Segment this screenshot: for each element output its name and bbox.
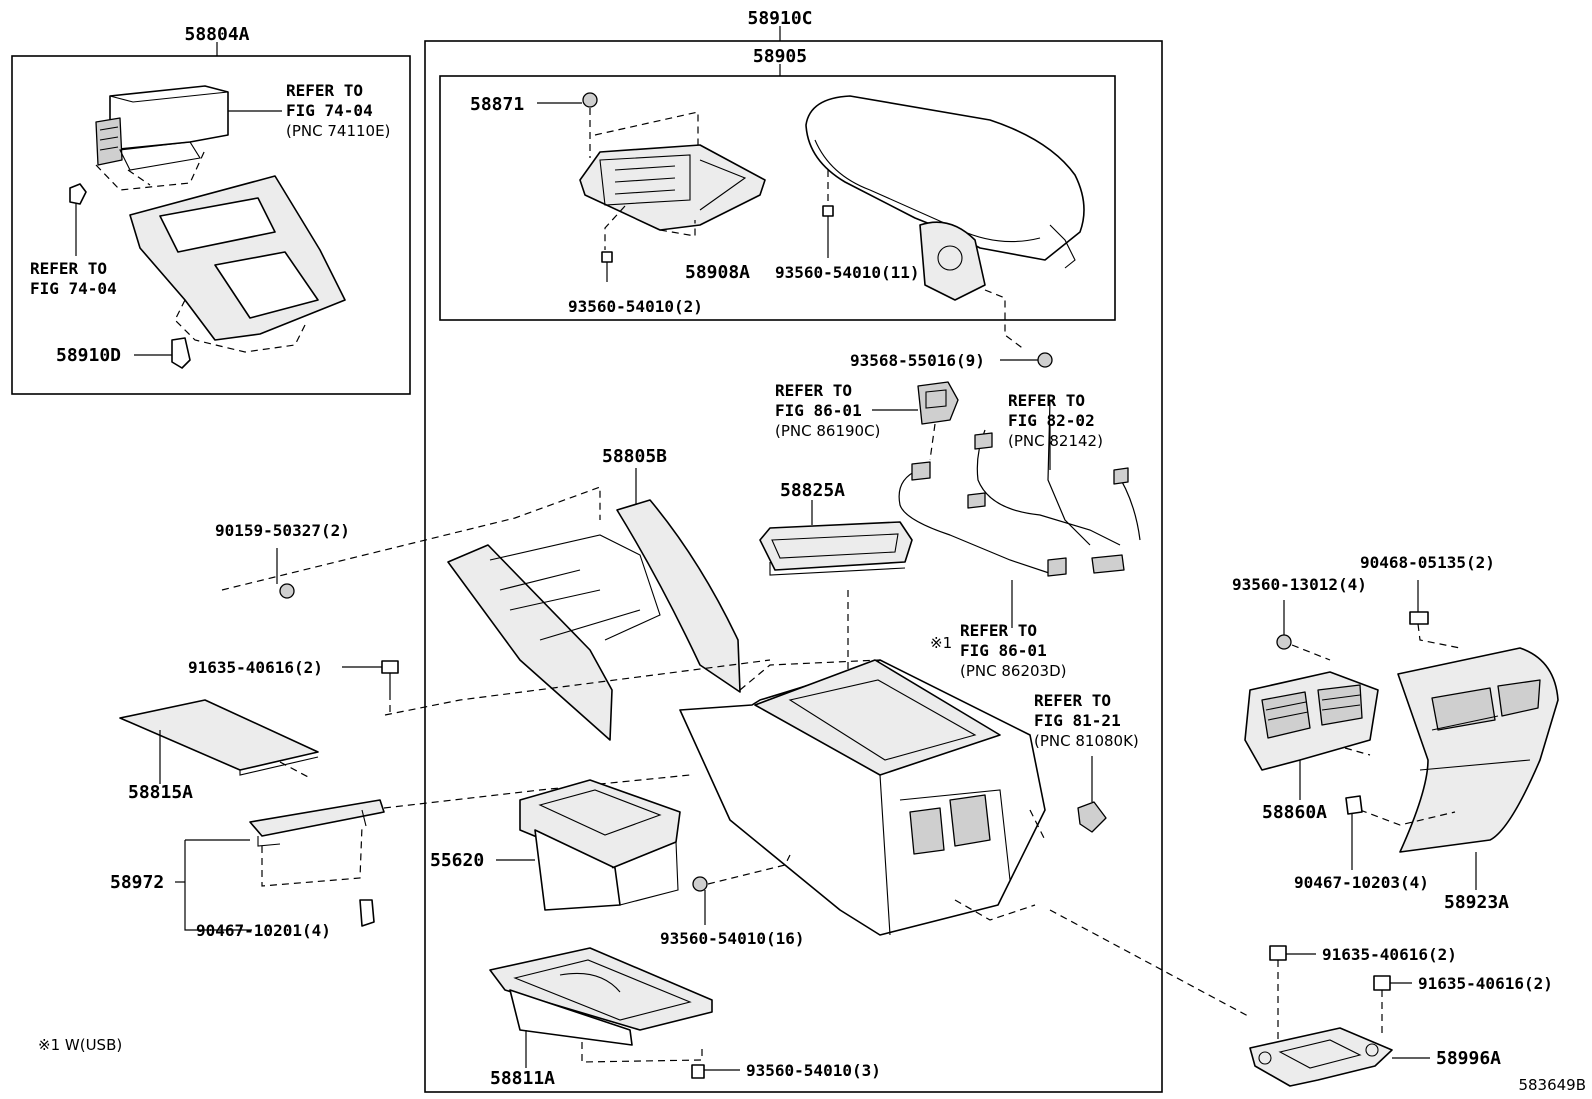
part-label-93560-13012-4[interactable]: 93560-13012(4) bbox=[1232, 575, 1367, 594]
diagram-id: 583649B bbox=[1518, 1076, 1586, 1094]
part-label-90468-05135-2[interactable]: 90468-05135(2) bbox=[1360, 553, 1495, 572]
part-label-90467-10203-4[interactable]: 90467-10203(4) bbox=[1294, 873, 1429, 892]
console-side-58805B-drawing bbox=[447, 499, 741, 741]
footnote-usb: ※1 W(USB) bbox=[38, 1036, 122, 1054]
tray-58825A-drawing bbox=[759, 521, 913, 576]
part-label-58910D[interactable]: 58910D bbox=[56, 345, 121, 366]
part-label-91635-40616-2-r1[interactable]: 91635-40616(2) bbox=[1322, 945, 1457, 964]
bolt-58871-drawing bbox=[537, 92, 598, 108]
part-label-93568-55016-9[interactable]: 93568-55016(9) bbox=[850, 351, 985, 370]
ref-fig-82-02-line2[interactable]: FIG 82-02 bbox=[1008, 411, 1095, 430]
part-label-58860A[interactable]: 58860A bbox=[1262, 802, 1327, 823]
upper-panel-frame bbox=[11, 55, 411, 395]
ref-fig-86-01-a-line2[interactable]: FIG 86-01 bbox=[775, 401, 862, 420]
part-label-93560-54010-11[interactable]: 93560-54010(11) bbox=[775, 263, 920, 282]
bracket-58811A-drawing bbox=[489, 947, 713, 1046]
part-label-58923A[interactable]: 58923A bbox=[1444, 892, 1509, 913]
part-label-58996A[interactable]: 58996A bbox=[1436, 1048, 1501, 1069]
ref-usb-marker[interactable]: ※1 bbox=[930, 634, 952, 652]
screw-armrest-right-drawing bbox=[822, 205, 834, 258]
part-label-58972[interactable]: 58972 bbox=[110, 872, 164, 893]
clip-90468-drawing bbox=[1409, 580, 1429, 625]
clip-left-drawing bbox=[69, 183, 87, 256]
bracket-58996A-drawing bbox=[1249, 1027, 1393, 1087]
ref-fig-74-04-b[interactable]: REFER TO bbox=[30, 259, 107, 278]
screw-93560-16-drawing bbox=[692, 876, 708, 925]
ref-fig-86-01-b-line2[interactable]: FIG 86-01 bbox=[960, 641, 1047, 660]
ref-fig-86-01-b-pnc[interactable]: (PNC 86203D) bbox=[960, 662, 1066, 680]
ref-fig-86-01-a-pnc[interactable]: (PNC 86190C) bbox=[775, 422, 880, 440]
usb-port-drawing bbox=[917, 381, 959, 425]
part-label-58825A[interactable]: 58825A bbox=[780, 480, 845, 501]
ref-fig-82-02-pnc[interactable]: (PNC 82142) bbox=[1008, 432, 1103, 450]
ref-fig-74-04-a-line2[interactable]: FIG 74-04 bbox=[286, 101, 373, 120]
part-label-58804A[interactable]: 58804A bbox=[184, 24, 249, 45]
vent-58860A-drawing bbox=[1244, 671, 1379, 771]
screw-90159-drawing bbox=[276, 548, 295, 599]
part-label-58905[interactable]: 58905 bbox=[753, 46, 807, 67]
screw-91635-right-2-drawing bbox=[1373, 975, 1412, 991]
clip-90467-10203-drawing bbox=[1345, 795, 1363, 870]
audio-unit-drawing bbox=[95, 85, 229, 171]
part-label-55620[interactable]: 55620 bbox=[430, 850, 484, 871]
ref-fig-74-04-a[interactable]: REFER TO bbox=[286, 81, 363, 100]
part-label-90467-10201-4[interactable]: 90467-10201(4) bbox=[196, 921, 331, 940]
ref-fig-74-04-a-pnc[interactable]: (PNC 74110E) bbox=[286, 122, 390, 140]
part-label-58811A[interactable]: 58811A bbox=[490, 1068, 555, 1089]
clip-90467-10201-drawing bbox=[359, 899, 375, 927]
main-assembly-frame bbox=[424, 40, 1163, 1093]
ref-fig-81-21-pnc[interactable]: (PNC 81080K) bbox=[1034, 732, 1139, 750]
ref-fig-86-01-a[interactable]: REFER TO bbox=[775, 381, 852, 400]
part-label-58908A[interactable]: 58908A bbox=[685, 262, 750, 283]
screw-93560-3-drawing bbox=[691, 1064, 740, 1079]
armrest-base-58908A-drawing bbox=[579, 144, 766, 231]
ref-fig-74-04-b-line2[interactable]: FIG 74-04 bbox=[30, 279, 117, 298]
wire-harness-drawing bbox=[898, 399, 1141, 577]
screw-93560-13012-drawing bbox=[1276, 600, 1292, 650]
part-label-93560-54010-3[interactable]: 93560-54010(3) bbox=[746, 1061, 881, 1080]
part-label-93560-54010-16[interactable]: 93560-54010(16) bbox=[660, 929, 805, 948]
armrest-subassembly-frame bbox=[439, 75, 1116, 321]
part-label-93560-54010-2[interactable]: 93560-54010(2) bbox=[568, 297, 703, 316]
ref-fig-81-21[interactable]: REFER TO bbox=[1034, 691, 1111, 710]
sensor-81080K-drawing bbox=[1077, 801, 1107, 833]
armrest-lid-drawing bbox=[805, 95, 1085, 301]
panel-58923A-drawing bbox=[1397, 647, 1559, 853]
trim-58972-drawing bbox=[249, 799, 385, 847]
part-label-58871[interactable]: 58871 bbox=[470, 94, 524, 115]
part-label-58815A[interactable]: 58815A bbox=[128, 782, 193, 803]
part-label-90159-50327-2[interactable]: 90159-50327(2) bbox=[215, 521, 350, 540]
clip-58910D-drawing bbox=[171, 337, 191, 369]
ref-fig-82-02[interactable]: REFER TO bbox=[1008, 391, 1085, 410]
screw-armrest-left-drawing bbox=[601, 251, 613, 282]
shift-panel-drawing bbox=[129, 175, 346, 341]
screw-93568-drawing bbox=[1000, 352, 1053, 368]
part-label-58805B[interactable]: 58805B bbox=[602, 446, 667, 467]
part-label-91635-40616-2-r2[interactable]: 91635-40616(2) bbox=[1418, 974, 1553, 993]
mat-58815A-drawing bbox=[119, 699, 319, 776]
console-box-drawing bbox=[679, 659, 1046, 936]
ref-fig-81-21-line2[interactable]: FIG 81-21 bbox=[1034, 711, 1121, 730]
cupholder-55620-drawing bbox=[519, 779, 681, 911]
part-label-58910C[interactable]: 58910C bbox=[747, 8, 812, 29]
screw-91635-right-1-drawing bbox=[1269, 945, 1316, 961]
ref-fig-86-01-b[interactable]: REFER TO bbox=[960, 621, 1037, 640]
screw-91635-left-drawing bbox=[342, 660, 399, 693]
part-label-91635-40616-2-left[interactable]: 91635-40616(2) bbox=[188, 658, 323, 677]
